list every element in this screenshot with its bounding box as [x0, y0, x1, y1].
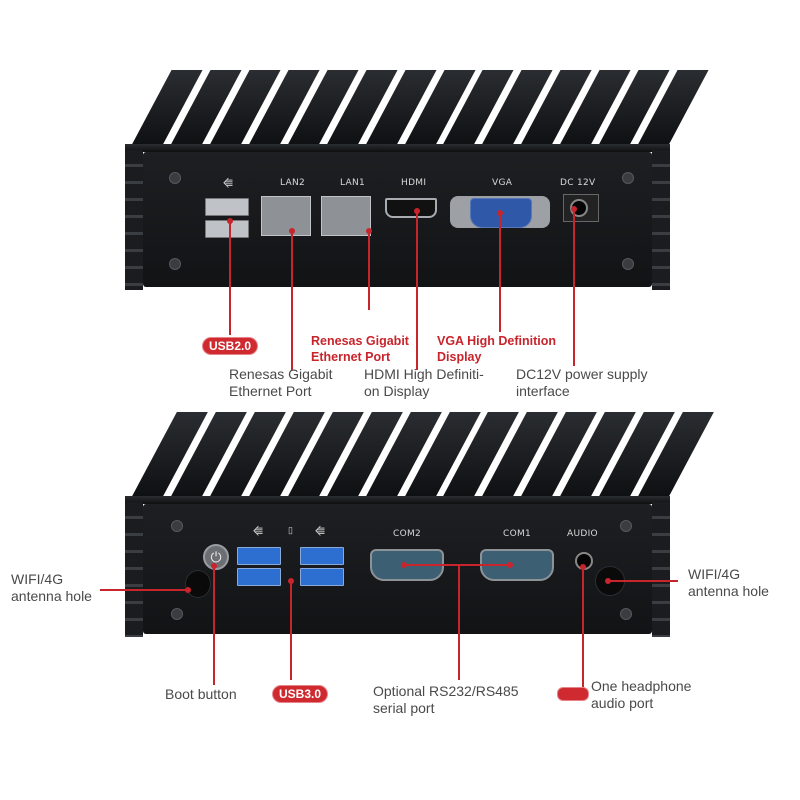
- usb-symbol-icon: ⭅: [253, 526, 263, 538]
- audio-lead-dot: [580, 564, 586, 570]
- vga-port[interactable]: [470, 198, 532, 228]
- usb3-port[interactable]: [237, 547, 281, 565]
- mini-pc-bottom-view: ⏻ ⭅ ⭅ ▯ COM2 COM1 AUDIO: [125, 412, 714, 642]
- usb2-port[interactable]: [205, 198, 249, 216]
- screw: [620, 608, 632, 620]
- renesas-gray-label-line1: Renesas Gigabit: [229, 366, 333, 382]
- audio-label-line1: One headphone: [591, 678, 692, 694]
- power-button[interactable]: ⏻: [203, 544, 229, 570]
- audio-label-line2: audio port: [591, 695, 654, 711]
- renesas-gray-label-line2: Ethernet Port: [229, 383, 312, 399]
- hdmi-port[interactable]: [385, 198, 437, 218]
- hdmi-label: HDMI: [401, 178, 427, 188]
- usb-symbol-icon: ⭅: [223, 178, 233, 190]
- vga-label: VGA: [492, 178, 513, 188]
- heatsink-fins-top: [125, 70, 709, 152]
- screw: [169, 258, 181, 270]
- usb2-lead: [229, 220, 231, 335]
- serial-label-line2: serial port: [373, 700, 435, 716]
- wifi-left-label-line1: WIFI/4G: [11, 571, 64, 587]
- serial-label-line1: Optional RS232/RS485: [373, 683, 519, 699]
- boot-button-label: Boot button: [165, 686, 237, 702]
- hdmi-lead: [416, 210, 418, 370]
- side-fins-left: [125, 502, 143, 637]
- usb3-badge: USB3.0: [272, 685, 329, 703]
- wifi-right-label-line1: WIFI/4G: [688, 566, 741, 582]
- serial-lead-dot: [401, 562, 407, 568]
- usb2-badge: USB2.0: [202, 337, 259, 355]
- serial-lead-dot: [507, 562, 513, 568]
- boot-lead-dot: [211, 563, 217, 569]
- serial-lead-vertical: [458, 564, 460, 680]
- side-fins-right: [652, 502, 670, 637]
- com1-label: COM1: [503, 529, 532, 539]
- vga-red-label-line1: VGA High Definition: [437, 334, 556, 348]
- side-fins-left: [125, 150, 143, 290]
- audio-lead: [582, 566, 584, 690]
- lan1-lead-dot: [366, 228, 372, 234]
- lan2-port[interactable]: [261, 196, 311, 236]
- screw: [622, 258, 634, 270]
- screw: [171, 520, 183, 532]
- dc-label-line2: interface: [516, 383, 570, 399]
- mini-pc-top-view: ⭅ LAN2 LAN1 HDMI VGA DC 12V: [125, 70, 709, 295]
- screw: [622, 172, 634, 184]
- audio-label: AUDIO: [567, 529, 598, 539]
- audio-badge: [557, 687, 589, 701]
- wifi-right-lead: [608, 580, 678, 582]
- vga-lead-dot: [497, 210, 503, 216]
- renesas-red-label-line2: Ethernet Port: [311, 350, 391, 364]
- usb3-lead-dot: [288, 578, 294, 584]
- lan2-lead: [291, 230, 293, 370]
- side-fins-right: [652, 150, 670, 290]
- heatsink-base: [125, 496, 670, 504]
- heatsink-fins-bottom: [125, 412, 714, 504]
- dc-lead: [573, 208, 575, 366]
- dc-12v-label: DC 12V: [560, 178, 596, 188]
- wifi-right-lead-dot: [605, 578, 611, 584]
- antenna-hole-left: [185, 570, 211, 598]
- usb2-lead-dot: [227, 218, 233, 224]
- lan2-lead-dot: [289, 228, 295, 234]
- com2-label: COM2: [393, 529, 422, 539]
- vga-lead: [499, 212, 501, 332]
- vga-red-label-line2: Display: [437, 350, 482, 364]
- drive-indicator-icon: ▯: [288, 525, 293, 535]
- serial-lead-horizontal: [404, 564, 510, 566]
- heatsink-base: [125, 144, 670, 152]
- lan2-label: LAN2: [280, 178, 306, 188]
- screw: [620, 520, 632, 532]
- wifi-left-lead-dot: [185, 587, 191, 593]
- lan1-label: LAN1: [340, 178, 366, 188]
- boot-lead: [213, 565, 215, 685]
- usb3-lead: [290, 580, 292, 680]
- usb3-port[interactable]: [237, 568, 281, 586]
- wifi-left-lead: [100, 589, 188, 591]
- screw: [169, 172, 181, 184]
- usb-symbol-icon: ⭅: [315, 526, 325, 538]
- wifi-left-label-line2: antenna hole: [11, 588, 92, 604]
- wifi-right-label-line2: antenna hole: [688, 583, 769, 599]
- renesas-red-label-line1: Renesas Gigabit: [311, 334, 409, 348]
- lan1-port[interactable]: [321, 196, 371, 236]
- hdmi-lead-dot: [414, 208, 420, 214]
- lan1-lead: [368, 230, 370, 310]
- screw: [171, 608, 183, 620]
- hdmi-label-line1: HDMI High Definiti-: [364, 366, 484, 382]
- dc-label-line1: DC12V power supply: [516, 366, 648, 382]
- dc-lead-dot: [571, 206, 577, 212]
- usb3-port[interactable]: [300, 568, 344, 586]
- hdmi-label-line2: on Display: [364, 383, 430, 399]
- usb3-port[interactable]: [300, 547, 344, 565]
